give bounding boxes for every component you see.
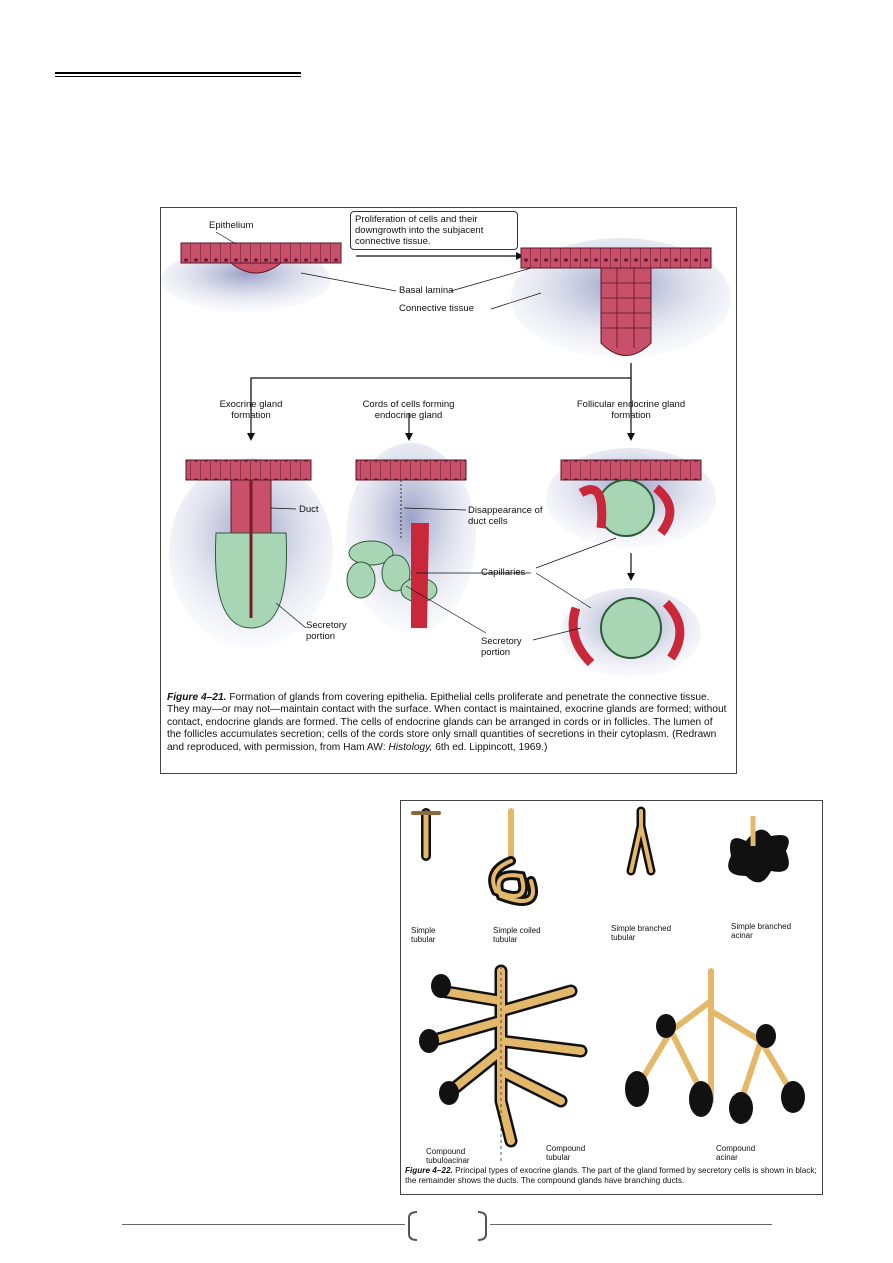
figure-4-21-credit-italic: Histology, — [388, 741, 433, 753]
label-compound-tubuloacinar: Compound tubuloacinar — [426, 1147, 470, 1165]
figure-4-21-number: Figure 4–21. — [167, 692, 227, 703]
gland-formation-illustration — [161, 231, 731, 678]
label-simple-coiled-tubular: Simple coiled tubular — [493, 926, 541, 944]
label-follicular-formation: Follicular endocrine gland formation — [576, 399, 686, 421]
label-duct: Duct — [299, 504, 319, 515]
label-basal-lamina: Basal lamina — [399, 285, 454, 296]
proliferation-callout: Proliferation of cells and their downgro… — [350, 211, 518, 250]
label-cords-of-cells: Cords of cells forming endocrine gland — [362, 399, 455, 421]
label-secretory-portion-endocrine: Secretory portion — [481, 636, 522, 658]
figure-4-22-number: Figure 4–22. — [405, 1166, 453, 1175]
footer-rule-right — [490, 1224, 772, 1225]
label-compound-acinar: Compound acinar — [716, 1144, 756, 1162]
label-compound-tubular: Compound tubular — [546, 1144, 586, 1162]
figure-4-21-caption-text: Formation of glands from covering epithe… — [167, 692, 727, 741]
exocrine-types-illustration — [411, 806, 805, 1161]
label-capillaries: Capillaries — [481, 567, 526, 578]
footer-rule-left — [122, 1224, 405, 1225]
figure-4-22: Simple tubular Simple coiled tubular Sim… — [400, 800, 823, 1195]
page-number-brackets — [408, 1211, 487, 1241]
figure-4-22-caption: Figure 4–22. Principal types of exocrine… — [405, 1166, 817, 1186]
label-secretory-portion-exocrine: Secretory portion — [306, 620, 347, 642]
label-simple-branched-acinar: Simple branched acinar — [731, 922, 792, 940]
label-disappearance-duct-cells: Disappearance of duct cells — [468, 505, 543, 527]
figure-4-21-credit-post: 6th ed. Lippincott, 1969.) — [432, 741, 548, 753]
label-connective-tissue: Connective tissue — [399, 303, 474, 314]
header-rule — [55, 72, 301, 74]
header-rule-thin — [55, 76, 301, 77]
figure-4-21-credit-pre: (Redrawn and reproduced, with permission… — [167, 729, 717, 753]
figure-4-21: Epithelium Proliferation of cells and th… — [160, 207, 737, 774]
label-simple-branched-tubular: Simple branched tubular — [611, 924, 672, 942]
figure-4-22-caption-text: Principal types of exocrine glands. The … — [405, 1166, 817, 1185]
label-simple-tubular: Simple tubular — [411, 926, 436, 944]
label-exocrine-formation: Exocrine gland formation — [219, 399, 283, 421]
figure-4-21-caption: Figure 4–21. Formation of glands from co… — [167, 692, 729, 754]
label-epithelium: Epithelium — [209, 220, 254, 231]
